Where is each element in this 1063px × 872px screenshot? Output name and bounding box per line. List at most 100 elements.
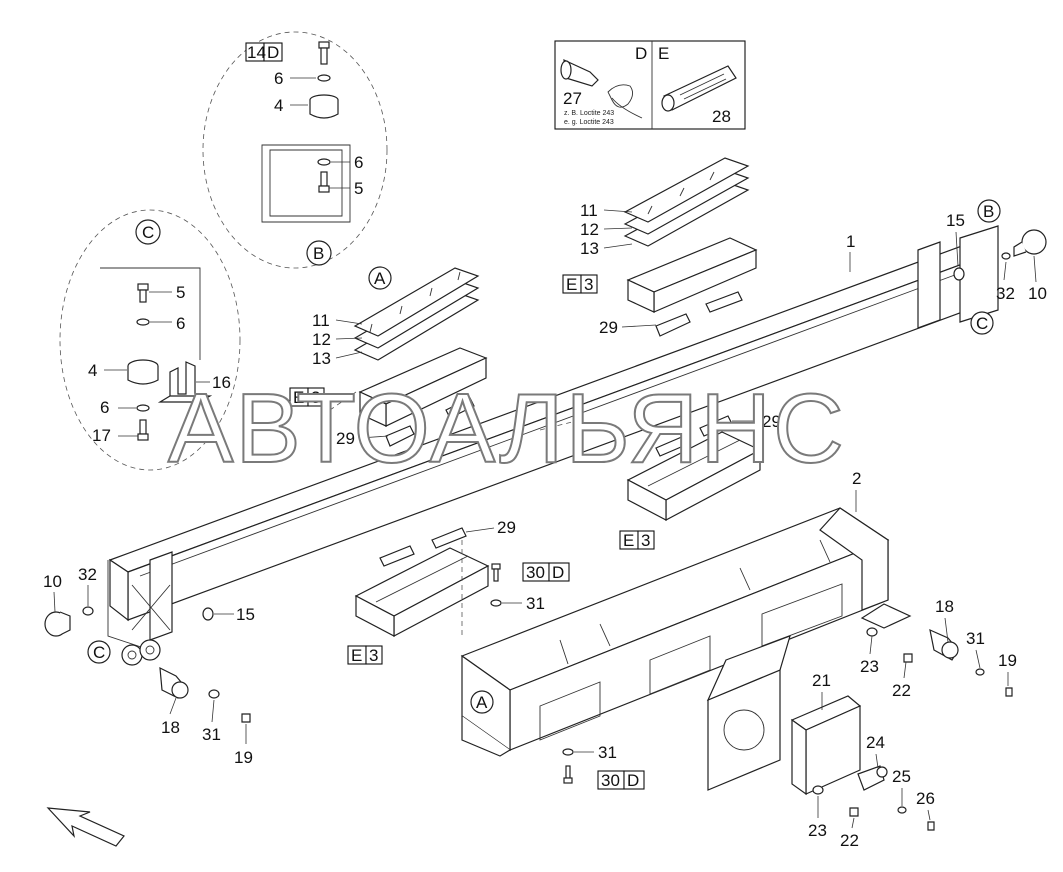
svg-text:3: 3 <box>369 646 378 665</box>
nut-icon <box>953 267 965 281</box>
nut-icon <box>202 607 214 621</box>
callout-6: 6 <box>354 153 363 172</box>
callout-32: 32 <box>996 284 1015 303</box>
bolt-icon <box>903 653 913 663</box>
ref-circle-c <box>970 311 994 335</box>
washer-icon <box>317 74 331 82</box>
detail-b: 14 D 6 4 6 5 B <box>202 31 388 269</box>
callout-31: 31 <box>202 725 221 744</box>
boxed-callout-e3: E 3 <box>347 645 383 665</box>
svg-text:3: 3 <box>641 531 650 550</box>
callout-11: 11 <box>580 201 598 220</box>
callout-23: 23 <box>808 821 827 840</box>
callout-6: 6 <box>100 398 109 417</box>
callout-15: 15 <box>236 605 255 624</box>
callout-22: 22 <box>892 681 911 700</box>
svg-text:E: E <box>623 531 634 550</box>
washer-icon <box>975 668 985 676</box>
callout-31: 31 <box>526 594 545 613</box>
callout-b14-num: 14 <box>247 43 266 62</box>
slide-block-a <box>358 347 488 427</box>
svg-text:E: E <box>351 646 362 665</box>
boxed-callout-e3: E 3 <box>619 530 655 550</box>
legend-tag-e: E <box>658 44 669 63</box>
callout-2: 2 <box>852 469 861 488</box>
legend-item-28: 28 <box>712 107 731 126</box>
channel-guide <box>626 431 762 521</box>
shim-stack-b <box>623 157 750 247</box>
ref-circle-a <box>368 266 392 290</box>
callout-16: 16 <box>212 373 231 392</box>
washer-icon <box>82 606 94 616</box>
svg-text:D: D <box>552 563 564 582</box>
callout-32: 32 <box>78 565 97 584</box>
ref-circle-b <box>977 199 1001 223</box>
washer-icon <box>208 689 220 699</box>
legend-note-line-2: e. g. Loctite 243 <box>564 119 614 126</box>
callout-29: 29 <box>599 318 618 337</box>
bolt-icon <box>849 807 859 817</box>
callout-18: 18 <box>161 718 180 737</box>
slide-pad-icon <box>379 527 467 567</box>
bolt-icon <box>318 171 330 193</box>
detail-circle-b-label: B <box>313 244 324 263</box>
ref-circle-a-label: A <box>374 269 386 288</box>
mounting-bracket <box>706 635 791 791</box>
callout-15: 15 <box>946 211 965 230</box>
callout-31: 31 <box>598 743 617 762</box>
angle-bracket-icon <box>157 361 213 403</box>
svg-text:D: D <box>627 771 639 790</box>
clevis-icon <box>121 639 161 666</box>
callout-22: 22 <box>840 831 859 850</box>
bolt-icon <box>1005 687 1013 697</box>
callout-13: 13 <box>580 239 599 258</box>
bolt-icon <box>491 563 501 582</box>
callout-6: 6 <box>176 314 185 333</box>
callout-5: 5 <box>176 283 185 302</box>
bolt-icon <box>318 41 330 65</box>
boxed-callout-30d: 30 D <box>522 562 570 582</box>
pin-icon <box>929 628 959 661</box>
callout-31: 31 <box>966 629 985 648</box>
subframe <box>460 507 912 757</box>
washer-icon <box>136 318 150 326</box>
ref-circle-a-label: A <box>476 693 488 712</box>
callout-23: 23 <box>860 657 879 676</box>
bushing-icon <box>1013 229 1047 257</box>
callout-19: 19 <box>998 651 1017 670</box>
callout-6: 6 <box>274 69 283 88</box>
legend-note-line-1: z. B. Loctite 243 <box>564 110 614 117</box>
ref-circle-c-label: C <box>93 643 105 662</box>
washer-icon <box>136 404 150 412</box>
washer-icon <box>897 806 907 814</box>
legend-box: D E 27 z. B. Loctite 243 e. g. Loctite 2… <box>554 40 746 130</box>
watermark: АВТОАЛЬЯНС <box>168 373 846 483</box>
detail-circle-c-label: C <box>142 223 154 242</box>
svg-text:30: 30 <box>601 771 620 790</box>
callout-29: 29 <box>497 518 516 537</box>
callout-12: 12 <box>312 330 331 349</box>
svg-text:30: 30 <box>526 563 545 582</box>
callout-29: 29 <box>762 412 781 431</box>
detail-c: C 5 6 4 16 6 17 <box>59 209 241 471</box>
callout-24: 24 <box>866 733 885 752</box>
washer-icon <box>812 785 824 795</box>
ref-circle-c <box>87 640 111 664</box>
mount-bracket-icon <box>261 144 351 223</box>
callout-26: 26 <box>916 789 935 808</box>
bolt-icon <box>563 765 573 784</box>
frame-beam <box>107 225 999 651</box>
callout-13: 13 <box>312 349 331 368</box>
callout-29: 29 <box>336 429 355 448</box>
svg-text:E: E <box>566 275 577 294</box>
svg-text:E: E <box>293 388 304 407</box>
legend-tag-d: D <box>635 44 647 63</box>
detail-circle-b <box>306 240 332 266</box>
bracket-housing <box>790 695 862 796</box>
callout-19: 19 <box>234 748 253 767</box>
loctite-bottle-icon <box>560 59 643 119</box>
washer-icon <box>562 748 574 756</box>
boxed-callout-e3: E 3 <box>562 274 598 294</box>
bolt-icon <box>927 821 935 831</box>
